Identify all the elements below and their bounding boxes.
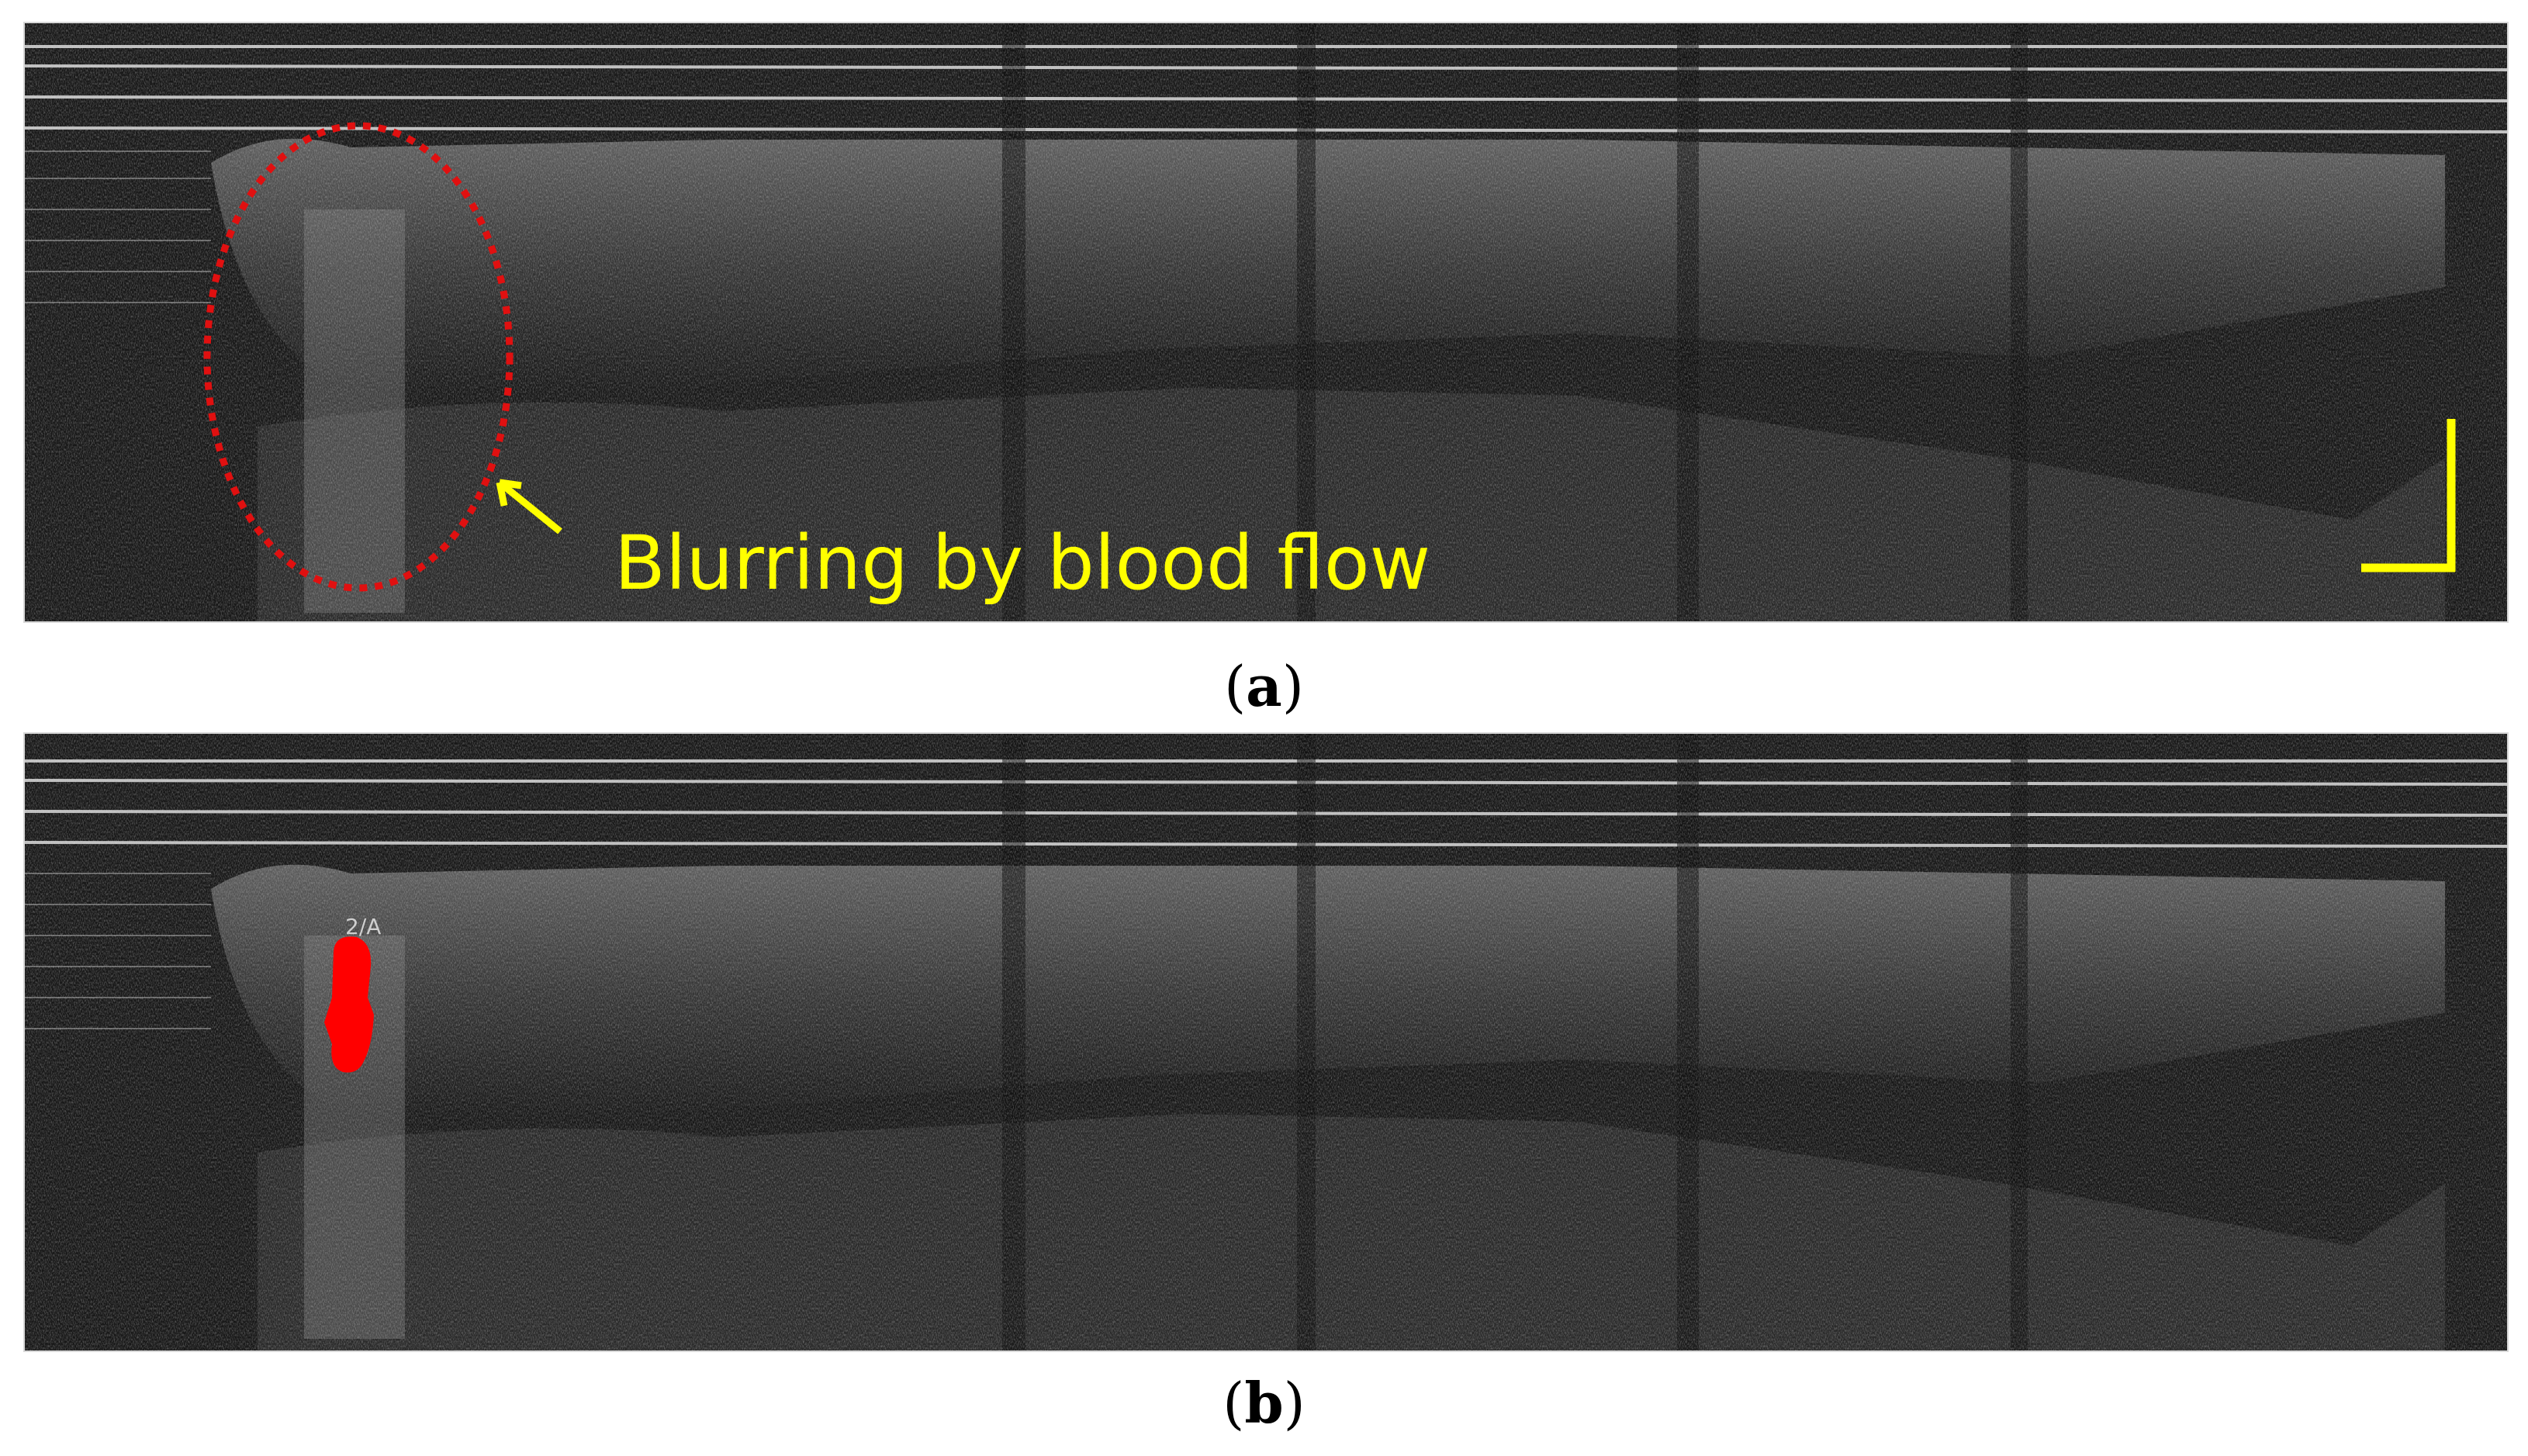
blur-region-ellipse: [203, 122, 514, 592]
scale-bar: [2361, 419, 2456, 572]
oct-scan-image-b: [25, 734, 2507, 1351]
panel-caption-b: (b): [1223, 1370, 1305, 1436]
oct-image-panel-b: 2/A: [23, 732, 2509, 1352]
vessel-marker-label: 2/A: [345, 914, 382, 939]
vessel-segmentation-marker: [324, 936, 374, 1073]
blurring-annotation-label: Blurring by blood flow: [614, 520, 1431, 607]
panel-caption-a: (a): [1224, 653, 1304, 719]
oct-scan-image-a: [25, 23, 2507, 621]
oct-image-panel-a: Blurring by blood flow: [23, 22, 2509, 623]
annotation-arrow: [496, 479, 562, 534]
